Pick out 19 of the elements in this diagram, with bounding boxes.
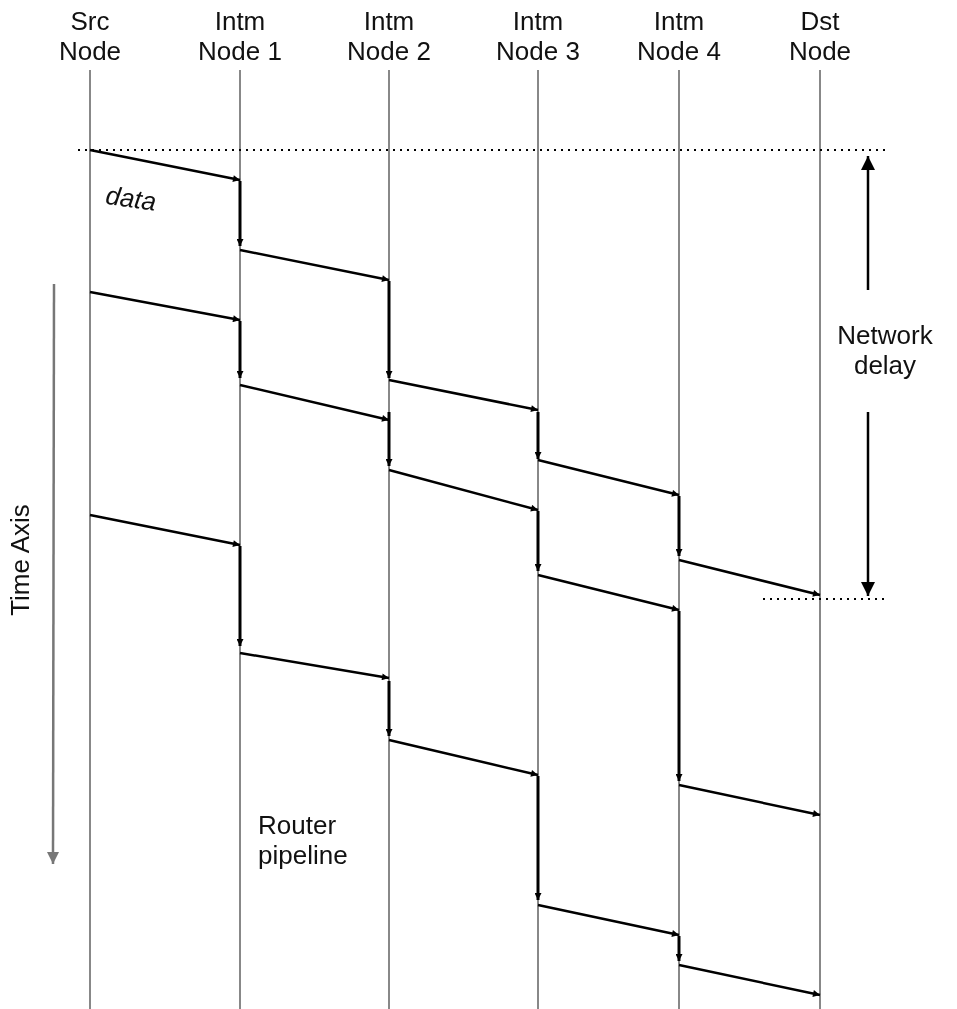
arrow — [537, 573, 680, 612]
arrow — [89, 513, 241, 548]
arrow — [388, 738, 539, 777]
arrow — [239, 383, 390, 422]
arrow — [388, 378, 539, 413]
arrow — [537, 458, 680, 497]
arrow — [678, 963, 821, 997]
arrow — [388, 468, 539, 512]
annotation-label: Router pipeline — [258, 810, 349, 870]
arrow — [89, 290, 241, 323]
delay-label: Network delay — [836, 320, 934, 380]
arrow — [239, 651, 390, 681]
arrow — [239, 248, 390, 283]
data-label: data — [103, 180, 160, 219]
arrow — [89, 148, 241, 183]
arrow — [678, 783, 821, 817]
arrow — [678, 558, 821, 597]
axis-label: Time Axis — [5, 503, 35, 618]
arrow — [537, 903, 680, 937]
